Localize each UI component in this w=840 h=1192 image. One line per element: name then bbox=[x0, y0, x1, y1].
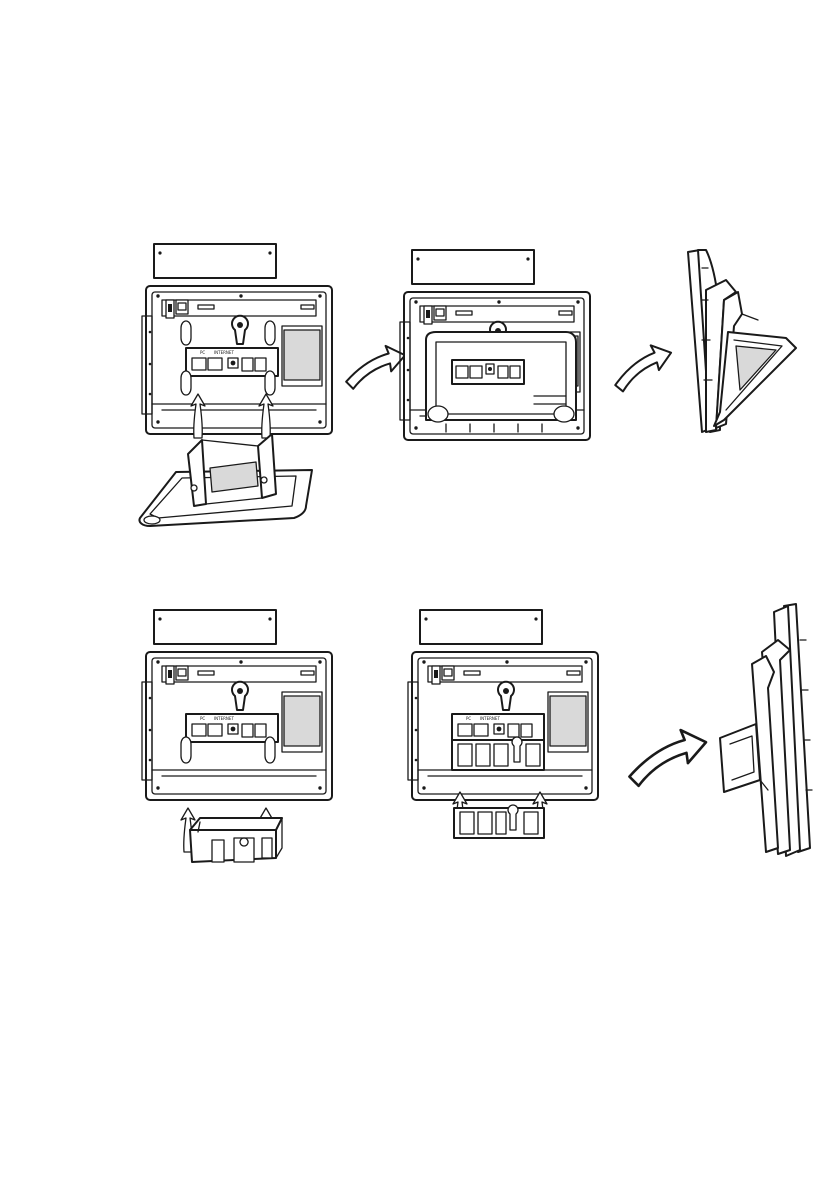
step-2-attached-stand bbox=[426, 332, 576, 432]
step-4-wall-bracket bbox=[190, 818, 282, 862]
step-6-side-view bbox=[720, 604, 812, 856]
step-1-stand bbox=[139, 434, 312, 526]
step-5-phone-back bbox=[408, 610, 598, 800]
curved-arrow-icon bbox=[608, 341, 677, 393]
curved-arrow-icon bbox=[624, 727, 711, 787]
step-1-phone-back bbox=[142, 244, 332, 434]
step-5-attached-bracket bbox=[452, 737, 544, 770]
step-5-bracket-piece bbox=[454, 805, 544, 838]
step-3-side-view bbox=[688, 250, 796, 432]
curved-arrow-icon bbox=[342, 343, 409, 389]
step-4-phone-back bbox=[142, 610, 332, 800]
